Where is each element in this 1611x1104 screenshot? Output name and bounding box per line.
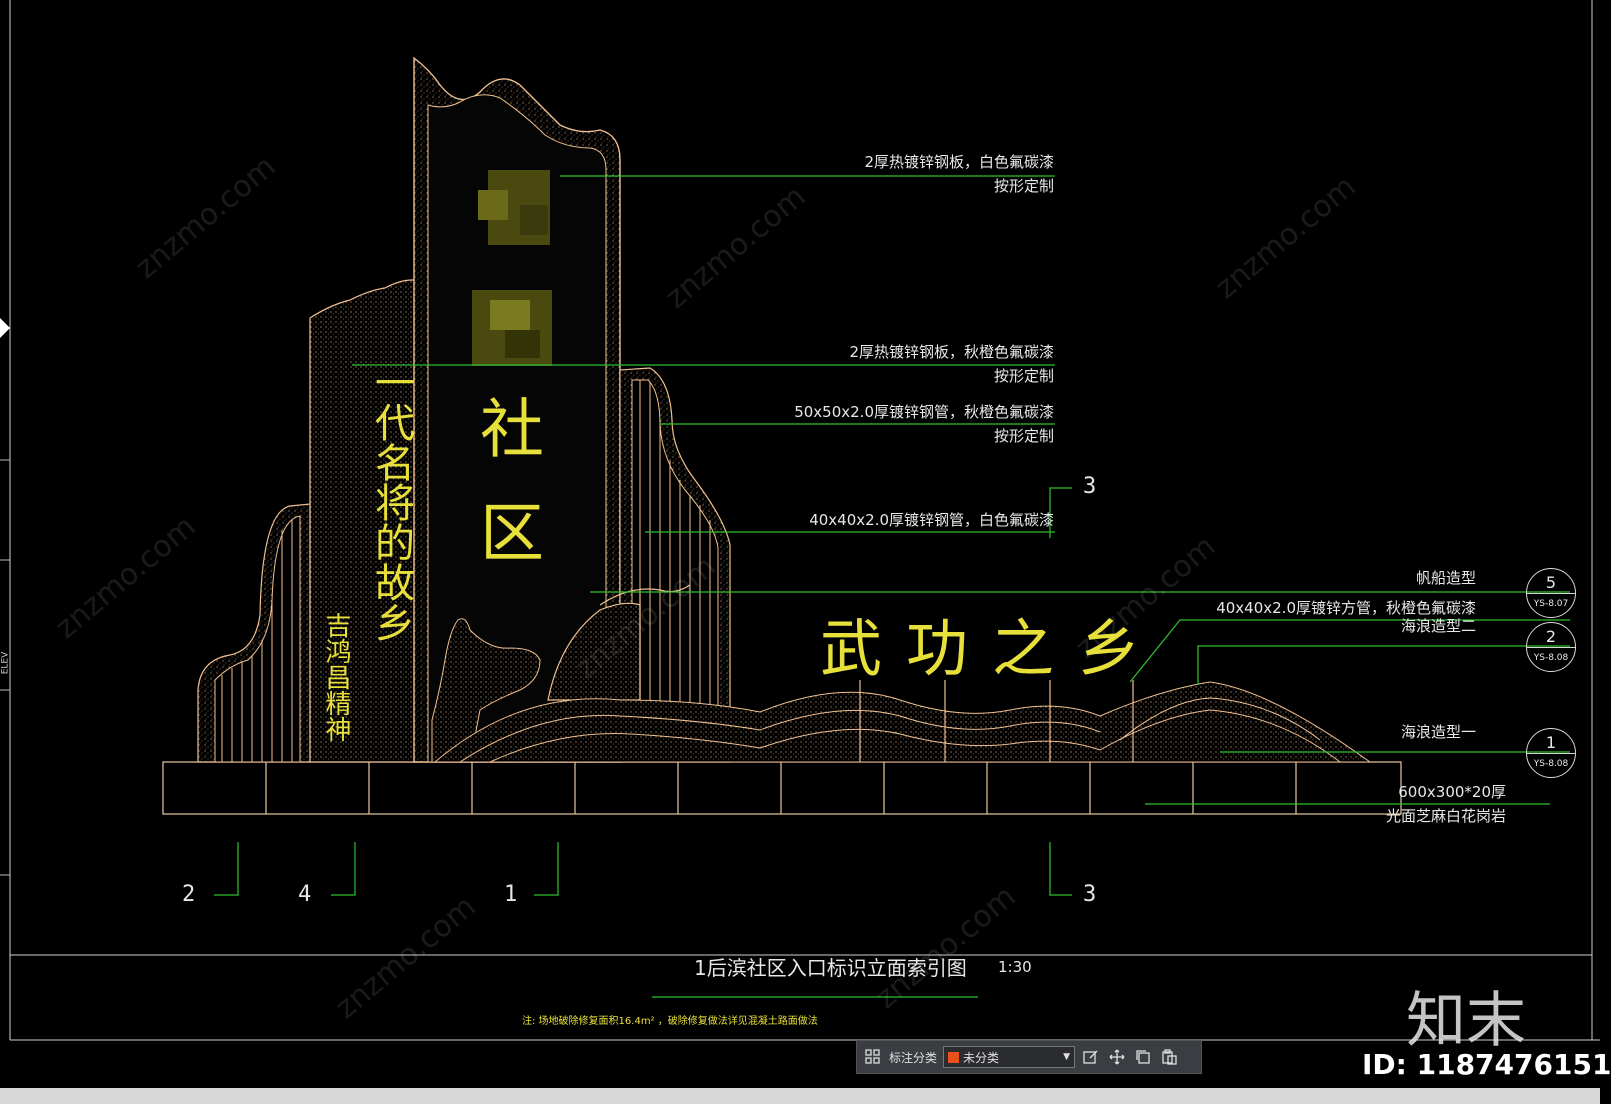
copy-icon[interactable] xyxy=(1133,1047,1153,1067)
bubble-number: 2 xyxy=(1545,627,1557,646)
sign-main-text: 社区 xyxy=(469,395,543,603)
letter-posts xyxy=(859,680,1134,762)
callout-9: 600x300*20厚 光面芝麻白花岗岩 xyxy=(1386,780,1506,828)
watermark-logo: 知末 xyxy=(1406,986,1526,1056)
callout-9-line1: 600x300*20厚 xyxy=(1398,783,1506,801)
annotation-toolbar: 标注分类 未分类 ▼ xyxy=(856,1040,1202,1074)
paste-icon[interactable] xyxy=(1159,1047,1179,1067)
callout-9-line2: 光面芝麻白花岗岩 xyxy=(1385,807,1506,825)
callout-4: 40x40x2.0厚镀锌钢管，白色氟碳漆 xyxy=(809,511,1054,529)
layer-category-select[interactable]: 未分类 ▼ xyxy=(943,1046,1076,1068)
detail-bubble-2[interactable]: 2 YS-8.08 xyxy=(1526,622,1576,672)
sign-sub-text: 吉鸿昌精神 xyxy=(321,612,351,742)
detail-bubble-1[interactable]: 1 YS-8.08 xyxy=(1526,728,1576,778)
section-mark-1: 1 xyxy=(504,882,518,907)
left-edge-marker xyxy=(0,318,10,876)
detail-bubble-5[interactable]: 5 YS-8.07 xyxy=(1526,568,1576,618)
callout-3-line1: 50x50x2.0厚镀锌钢管，秋橙色氟碳漆 xyxy=(794,403,1054,421)
section-mark-3: 3 xyxy=(1083,882,1097,907)
section-mark-4: 4 xyxy=(298,882,312,907)
drawing-title: 1后滨社区入口标识立面索引图 xyxy=(694,956,967,980)
grid-icon[interactable] xyxy=(863,1047,883,1067)
section-mark-2: 2 xyxy=(182,882,196,907)
orange-slab-panel xyxy=(309,279,421,763)
left-small-panel xyxy=(197,503,311,763)
status-strip xyxy=(0,1088,1600,1104)
callout-2-line1: 2厚热镀锌钢板，秋橙色氟碳漆 xyxy=(849,343,1054,361)
callout-3-line2: 按形定制 xyxy=(993,427,1054,445)
tall-main-panel xyxy=(413,56,621,763)
callout-2-line2: 按形定制 xyxy=(993,367,1054,385)
bubble-sheet: YS-8.08 xyxy=(1533,653,1569,663)
callout-8: 海浪造型一 xyxy=(1400,723,1476,741)
callout-5: 帆船造型 xyxy=(1415,569,1476,587)
callout-1-line1: 2厚热镀锌钢板，白色氟碳漆 xyxy=(864,153,1054,171)
layer-color-swatch xyxy=(948,1051,960,1063)
drawing-note: 注: 场地破除修复面积16.4m² ，破除修复做法详见混凝土路面做法 xyxy=(522,1016,818,1027)
bubble-sheet: YS-8.08 xyxy=(1533,759,1569,769)
granite-base xyxy=(162,761,1402,815)
callout-7: 海浪造型二 xyxy=(1400,617,1476,635)
toolbar-label: 标注分类 xyxy=(889,1050,938,1065)
bubble-number: 1 xyxy=(1545,733,1557,752)
drawing-scale: 1:30 xyxy=(998,958,1032,976)
blurred-text-block xyxy=(472,170,552,366)
leader-lines xyxy=(214,175,1570,998)
callout-1-line2: 按形定制 xyxy=(993,177,1054,195)
callout-6: 40x40x2.0厚镀锌方管，秋橙色氟碳漆 xyxy=(1216,599,1476,617)
left-edge-label: ELEV xyxy=(0,651,11,675)
callout-3: 50x50x2.0厚镀锌钢管，秋橙色氟碳漆 按形定制 xyxy=(794,400,1054,448)
section-mark-top: 3 xyxy=(1083,474,1097,499)
watermark-id: ID: 1187476151 xyxy=(1362,1048,1611,1081)
bubble-sheet: YS-8.07 xyxy=(1533,599,1569,609)
callout-1: 2厚热镀锌钢板，白色氟碳漆 按形定制 xyxy=(864,150,1054,198)
callout-2: 2厚热镀锌钢板，秋橙色氟碳漆 按形定制 xyxy=(849,340,1054,388)
ground-letters-text: 武功之乡 xyxy=(820,612,1165,685)
wave-sculptures xyxy=(433,681,1372,763)
bubble-number: 5 xyxy=(1545,573,1557,592)
chevron-down-icon: ▼ xyxy=(1063,1052,1071,1062)
move-icon[interactable] xyxy=(1107,1047,1127,1067)
sign-slogan-text: 一代名将的故乡 xyxy=(368,362,414,642)
drawing-frame xyxy=(9,0,1600,1041)
edit-icon[interactable] xyxy=(1081,1047,1101,1067)
layer-select-value: 未分类 xyxy=(963,1050,1000,1065)
figure-silhouette xyxy=(431,618,541,763)
right-harp-panel xyxy=(619,367,731,763)
